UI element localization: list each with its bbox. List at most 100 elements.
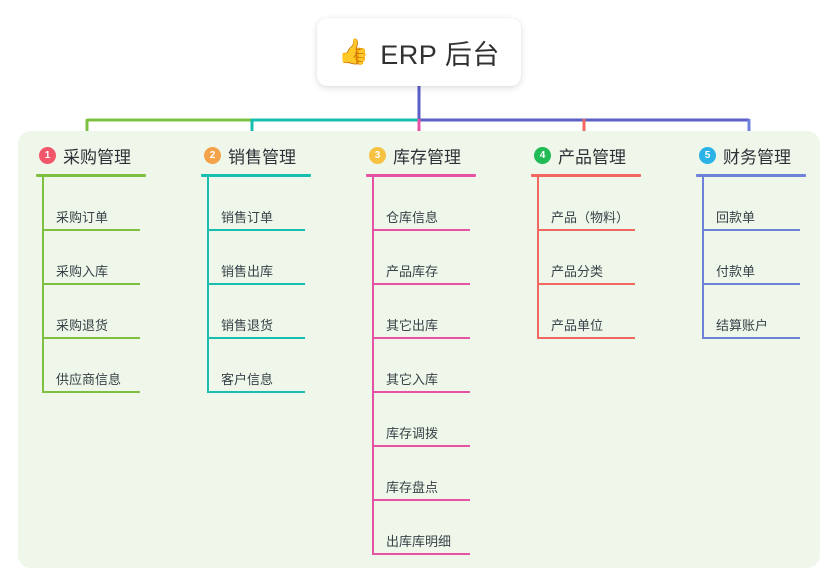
module-item[interactable]: 付款单 <box>702 231 839 285</box>
module-item-rule <box>207 229 305 231</box>
module-item-rule <box>372 553 470 555</box>
module-item[interactable]: 供应商信息 <box>42 339 191 393</box>
module-spine <box>207 177 209 393</box>
module-item-label: 产品分类 <box>551 264 604 279</box>
module-item-label: 回款单 <box>716 210 756 225</box>
module-spine <box>42 177 44 393</box>
module-item-rule <box>372 499 470 501</box>
module-header-3[interactable]: 3 库存管理 <box>366 143 521 167</box>
module-title: 销售管理 <box>228 147 296 167</box>
module-item-label: 出库库明细 <box>386 534 452 549</box>
module-header-rule <box>696 174 806 177</box>
module-item[interactable]: 出库库明细 <box>372 501 521 555</box>
module-item[interactable]: 产品库存 <box>372 231 521 285</box>
module-item-rule <box>702 283 800 285</box>
module-title: 库存管理 <box>393 147 461 167</box>
module-item-rule <box>42 229 140 231</box>
module-header-4[interactable]: 4 产品管理 <box>531 143 686 167</box>
module-item-rule <box>702 229 800 231</box>
module-item[interactable]: 采购入库 <box>42 231 191 285</box>
module-header-rule <box>201 174 311 177</box>
module-item[interactable]: 产品（物料） <box>537 177 686 231</box>
module-item-label: 采购退货 <box>56 318 109 333</box>
module-item-list: 回款单付款单结算账户 <box>696 177 839 339</box>
module-number-badge: 2 <box>204 146 221 164</box>
modules-panel <box>18 131 820 568</box>
module-item[interactable]: 回款单 <box>702 177 839 231</box>
module-column-4: 4 产品管理产品（物料） 产品分类产品单位 <box>531 143 686 339</box>
module-column-3: 3 库存管理仓库信息产品库存其它出库其它入库库存调拨库存盘点出库库明细 <box>366 143 521 555</box>
module-item[interactable]: 结算账户 <box>702 285 839 339</box>
module-header-1[interactable]: 1 采购管理 <box>36 143 191 167</box>
module-spine <box>537 177 539 339</box>
module-item-label: 采购入库 <box>56 264 109 279</box>
module-spine <box>372 177 374 555</box>
module-item-rule <box>537 337 635 339</box>
page-title: ERP 后台 <box>380 39 500 70</box>
module-item-label: 库存盘点 <box>386 480 439 495</box>
module-column-2: 2 销售管理销售订单销售出库销售退货客户信息 <box>201 143 356 393</box>
module-item[interactable]: 销售订单 <box>207 177 356 231</box>
module-item-rule <box>537 229 635 231</box>
module-item[interactable]: 销售退货 <box>207 285 356 339</box>
module-title: 产品管理 <box>558 147 626 167</box>
module-item-list: 产品（物料） 产品分类产品单位 <box>531 177 686 339</box>
module-spine <box>702 177 704 339</box>
module-item-list: 仓库信息产品库存其它出库其它入库库存调拨库存盘点出库库明细 <box>366 177 521 555</box>
module-item-label: 产品库存 <box>386 264 439 279</box>
module-item-rule <box>372 391 470 393</box>
module-item-rule <box>537 283 635 285</box>
module-item[interactable]: 仓库信息 <box>372 177 521 231</box>
module-number-badge: 1 <box>39 146 56 164</box>
module-column-1: 1 采购管理采购订单采购入库采购退货供应商信息 <box>36 143 191 393</box>
module-item-label: 客户信息 <box>221 372 274 387</box>
module-title: 采购管理 <box>63 147 131 167</box>
module-header-2[interactable]: 2 销售管理 <box>201 143 356 167</box>
module-number-badge: 3 <box>369 146 386 164</box>
module-item[interactable]: 产品单位 <box>537 285 686 339</box>
module-item-label: 产品（物料） <box>551 210 630 225</box>
module-item-label: 采购订单 <box>56 210 109 225</box>
thumbs-up-icon: 👍 <box>338 37 370 66</box>
module-item-list: 销售订单销售出库销售退货客户信息 <box>201 177 356 393</box>
module-item-label: 销售出库 <box>221 264 274 279</box>
module-column-5: 5 财务管理回款单付款单结算账户 <box>696 143 839 339</box>
module-header-rule <box>36 174 146 177</box>
module-item[interactable]: 客户信息 <box>207 339 356 393</box>
module-header-rule <box>531 174 641 177</box>
module-item[interactable]: 采购退货 <box>42 285 191 339</box>
module-item-rule <box>372 283 470 285</box>
module-header-5[interactable]: 5 财务管理 <box>696 143 839 167</box>
module-item-label: 其它出库 <box>386 318 439 333</box>
module-item-label: 产品单位 <box>551 318 604 333</box>
module-item-label: 仓库信息 <box>386 210 439 225</box>
module-item-rule <box>372 445 470 447</box>
module-item-rule <box>42 283 140 285</box>
module-item-rule <box>207 337 305 339</box>
module-item-label: 销售订单 <box>221 210 274 225</box>
module-header-rule <box>366 174 476 177</box>
module-title: 财务管理 <box>723 147 791 167</box>
module-item[interactable]: 采购订单 <box>42 177 191 231</box>
module-number-badge: 5 <box>699 146 716 164</box>
module-number-badge: 4 <box>534 146 551 164</box>
module-item-label: 其它入库 <box>386 372 439 387</box>
module-item[interactable]: 其它出库 <box>372 285 521 339</box>
module-item-rule <box>372 337 470 339</box>
module-item-rule <box>372 229 470 231</box>
module-item[interactable]: 库存调拨 <box>372 393 521 447</box>
module-item[interactable]: 其它入库 <box>372 339 521 393</box>
module-item-label: 库存调拨 <box>386 426 439 441</box>
module-item-label: 结算账户 <box>716 318 769 333</box>
root-title-card[interactable]: 👍 ERP 后台 <box>317 18 521 86</box>
module-item-rule <box>207 391 305 393</box>
module-item-label: 销售退货 <box>221 318 274 333</box>
module-item-rule <box>702 337 800 339</box>
module-item[interactable]: 产品分类 <box>537 231 686 285</box>
module-item-rule <box>207 283 305 285</box>
module-item[interactable]: 销售出库 <box>207 231 356 285</box>
module-item-label: 供应商信息 <box>56 372 122 387</box>
module-item[interactable]: 库存盘点 <box>372 447 521 501</box>
module-item-rule <box>42 337 140 339</box>
